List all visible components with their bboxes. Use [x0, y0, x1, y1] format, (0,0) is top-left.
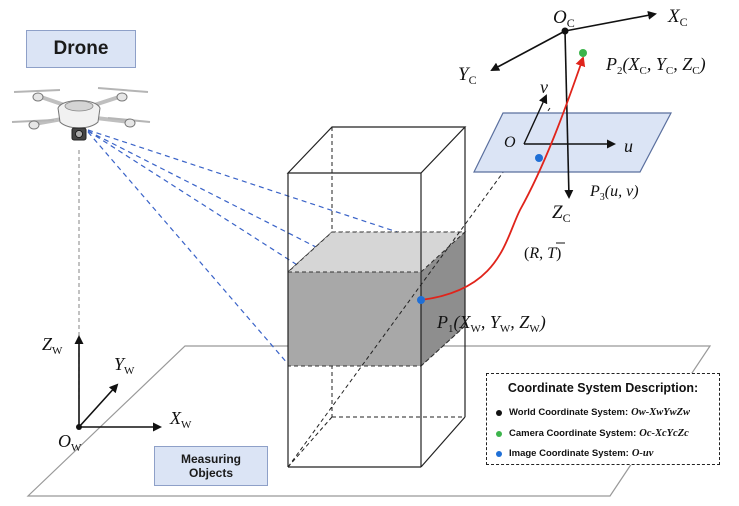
transform-label: (R, T) [524, 245, 561, 262]
image-v-label: v [540, 77, 548, 97]
camera-x-label: XC [667, 6, 688, 29]
image-axes [523, 94, 616, 149]
world-x-label: XW [169, 408, 192, 431]
world-y-label: YW [114, 354, 135, 377]
world-z-label: ZW [42, 334, 63, 357]
camera-origin-label: OC [553, 7, 575, 30]
legend-row-world: World Coordinate System: Ow-XwYwZw [496, 407, 690, 418]
slab-front [287, 271, 422, 367]
world-origin-point [76, 424, 82, 430]
world-dot-icon [496, 409, 502, 416]
world-origin-label: OW [58, 431, 82, 454]
p3-label: P3(u, v) [589, 183, 639, 203]
legend-row-image-system: O-uv [631, 448, 654, 459]
legend-row-camera-system: Oc-XcYcZc [639, 428, 689, 439]
slab-side [420, 230, 466, 368]
image-plane [473, 112, 672, 173]
ground-plane [26, 345, 712, 497]
camera-y-label: YC [458, 64, 477, 87]
drone-icon [11, 87, 151, 141]
legend-row-world-system: Ow-XwYwZw [631, 407, 691, 418]
camera-dot-icon [496, 430, 502, 437]
coordinate-legend: Coordinate System Description: World Coo… [486, 373, 720, 465]
legend-row-camera-label: Camera Coordinate System: [509, 428, 637, 439]
p2-label: P2(XC, YC, ZC) [605, 54, 706, 77]
world-axes [74, 335, 162, 432]
camera-z-label: ZC [552, 202, 571, 225]
point-p1 [417, 296, 425, 304]
legend-row-camera: Camera Coordinate System: Oc-XcYcZc [496, 428, 689, 439]
p1-label: P1(XW, YW, ZW) [436, 312, 546, 335]
image-dot-icon [496, 450, 502, 457]
measuring-objects-label: Measuring Objects [180, 452, 241, 480]
image-u-label: u [624, 136, 633, 156]
camera-axes [490, 10, 657, 199]
legend-row-image: Image Coordinate System: O-uv [496, 448, 653, 459]
legend-title: Coordinate System Description: [507, 381, 699, 395]
transform-curve [420, 56, 586, 301]
drone-label: Drone [53, 38, 109, 59]
point-p3 [535, 154, 543, 162]
measuring-objects-label-box: Measuring Objects [154, 446, 268, 486]
drone-label-box: Drone [26, 30, 136, 68]
cuboid-visible-edges [286, 126, 467, 468]
slab-bottom-back [420, 325, 466, 367]
legend-row-image-label: Image Coordinate System: [509, 448, 629, 459]
legend-row-world-label: World Coordinate System: [509, 407, 629, 418]
image-origin-label: O [504, 134, 516, 151]
camera-origin-point [561, 27, 569, 35]
point-p2 [579, 49, 587, 57]
